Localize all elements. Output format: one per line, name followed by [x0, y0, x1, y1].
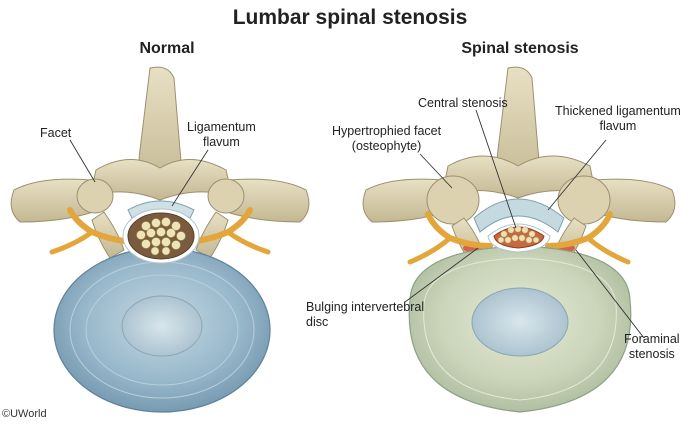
- panel-title-normal: Normal: [139, 40, 195, 57]
- stenosis-vertebra: [362, 66, 676, 263]
- label-bulging-disc: Bulging intervertebral disc: [306, 300, 424, 330]
- label-ligamentum-line2: flavum: [202, 135, 240, 149]
- figure-title: Lumbar spinal stenosis: [232, 6, 468, 29]
- label-foraminal-line1: Foraminal: [624, 332, 680, 346]
- stenosis-spinal-canal: [487, 223, 551, 253]
- label-central-stenosis: Central stenosis: [418, 96, 508, 110]
- label-foraminal-line2: stenosis: [628, 347, 675, 361]
- stenosis-leader-lines: [404, 109, 645, 339]
- label-thickened-line2: flavum: [599, 119, 637, 133]
- normal-nerve-roots: [49, 207, 271, 255]
- label-hypertrophied-line2: (osteophyte): [351, 139, 422, 153]
- label-bulging-line1: Bulging intervertebral: [306, 300, 425, 314]
- label-ligamentum-flavum: Ligamentum flavum: [187, 120, 256, 150]
- label-thickened-ligamentum: Thickened ligamentum flavum: [555, 104, 681, 134]
- normal-spinal-canal: [122, 208, 200, 264]
- label-facet: Facet: [40, 126, 72, 140]
- label-foraminal-stenosis: Foraminal stenosis: [624, 332, 680, 362]
- stenosis-nerve-roots: [407, 211, 631, 265]
- normal-disc: [53, 247, 271, 413]
- copyright-notice: ©UWorld: [2, 408, 47, 420]
- label-thickened-line1: Thickened ligamentum: [555, 104, 681, 118]
- label-hypertrophied-line1: Hypertrophied facet: [332, 124, 442, 138]
- label-bulging-line2: disc: [306, 315, 329, 329]
- label-hypertrophied-facet: Hypertrophied facet (osteophyte): [332, 124, 441, 154]
- stenosis-disc: [408, 245, 632, 413]
- normal-leader-lines: [69, 139, 209, 207]
- panel-title-stenosis: Spinal stenosis: [461, 40, 579, 57]
- label-ligamentum-line1: Ligamentum: [187, 120, 256, 134]
